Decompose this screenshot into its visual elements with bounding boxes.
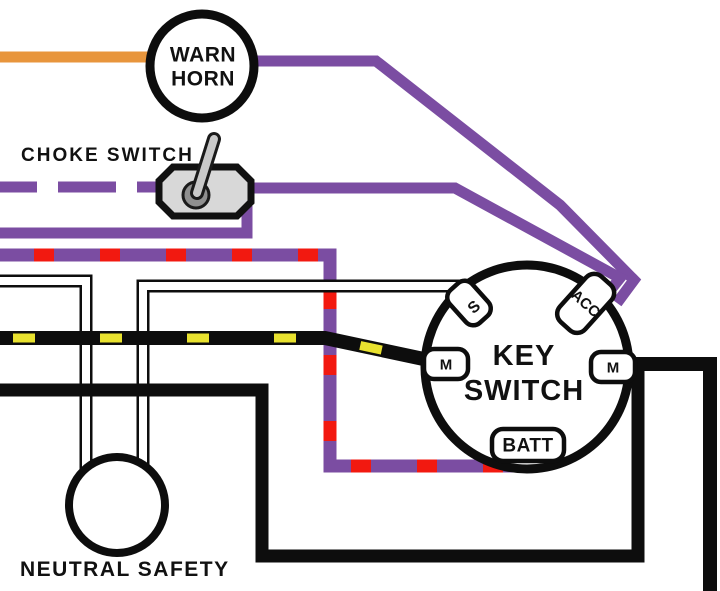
terminal-m-right-tab <box>588 349 638 385</box>
key-switch: KEY SWITCH S ACC M M BATT <box>420 260 638 474</box>
keyswitch-m-right-black-wire <box>630 357 717 591</box>
terminal-batt-label: BATT <box>502 436 553 457</box>
neutral-keyswitch-white-wire <box>139 282 470 478</box>
terminal-s-tab <box>445 278 493 328</box>
wire-layer <box>0 51 717 591</box>
terminal-m-left-tab <box>421 346 471 382</box>
neutral-left-white-wire <box>0 277 90 480</box>
terminal-s: S <box>445 278 493 328</box>
terminal-acc: ACC <box>554 271 617 336</box>
terminal-batt-tab <box>489 426 567 464</box>
neutral-safety-circle <box>65 453 169 557</box>
toggle-lever <box>193 135 218 197</box>
neutral-safety-switch: NEUTRAL SAFETY <box>20 453 230 581</box>
choke-switch-label: CHOKE SWITCH <box>21 145 194 166</box>
key-switch-label-line1: KEY <box>493 340 556 372</box>
terminal-m-right: M <box>588 349 638 385</box>
warn-horn-circle <box>145 9 259 123</box>
warn-horn: WARN HORN <box>145 9 259 123</box>
horn-to-keyswitch-purple-wire <box>240 55 642 307</box>
warn-horn-label-line1: WARN <box>170 44 236 67</box>
neutral-keyswitch-white-wire-outline <box>136 279 470 478</box>
terminal-batt: BATT <box>489 426 567 464</box>
ground-loop-black-wire <box>0 366 645 563</box>
magneto-wire-yellow-dashes <box>0 333 434 366</box>
terminal-m-right-label: M <box>607 360 620 377</box>
warn-horn-label-line2: HORN <box>171 68 235 91</box>
choke-return-purple-wire <box>0 206 253 239</box>
neutral-safety-label: NEUTRAL SAFETY <box>20 558 230 581</box>
terminal-m-left: M <box>421 346 471 382</box>
key-switch-label-line2: SWITCH <box>464 375 584 407</box>
terminal-acc-tab <box>554 271 617 336</box>
choke-switch: CHOKE SWITCH <box>21 132 255 220</box>
terminal-m-left-label: M <box>440 357 453 374</box>
neutral-left-white-wire-outline <box>0 274 93 480</box>
battery-wire-red-dashes <box>0 248 522 473</box>
